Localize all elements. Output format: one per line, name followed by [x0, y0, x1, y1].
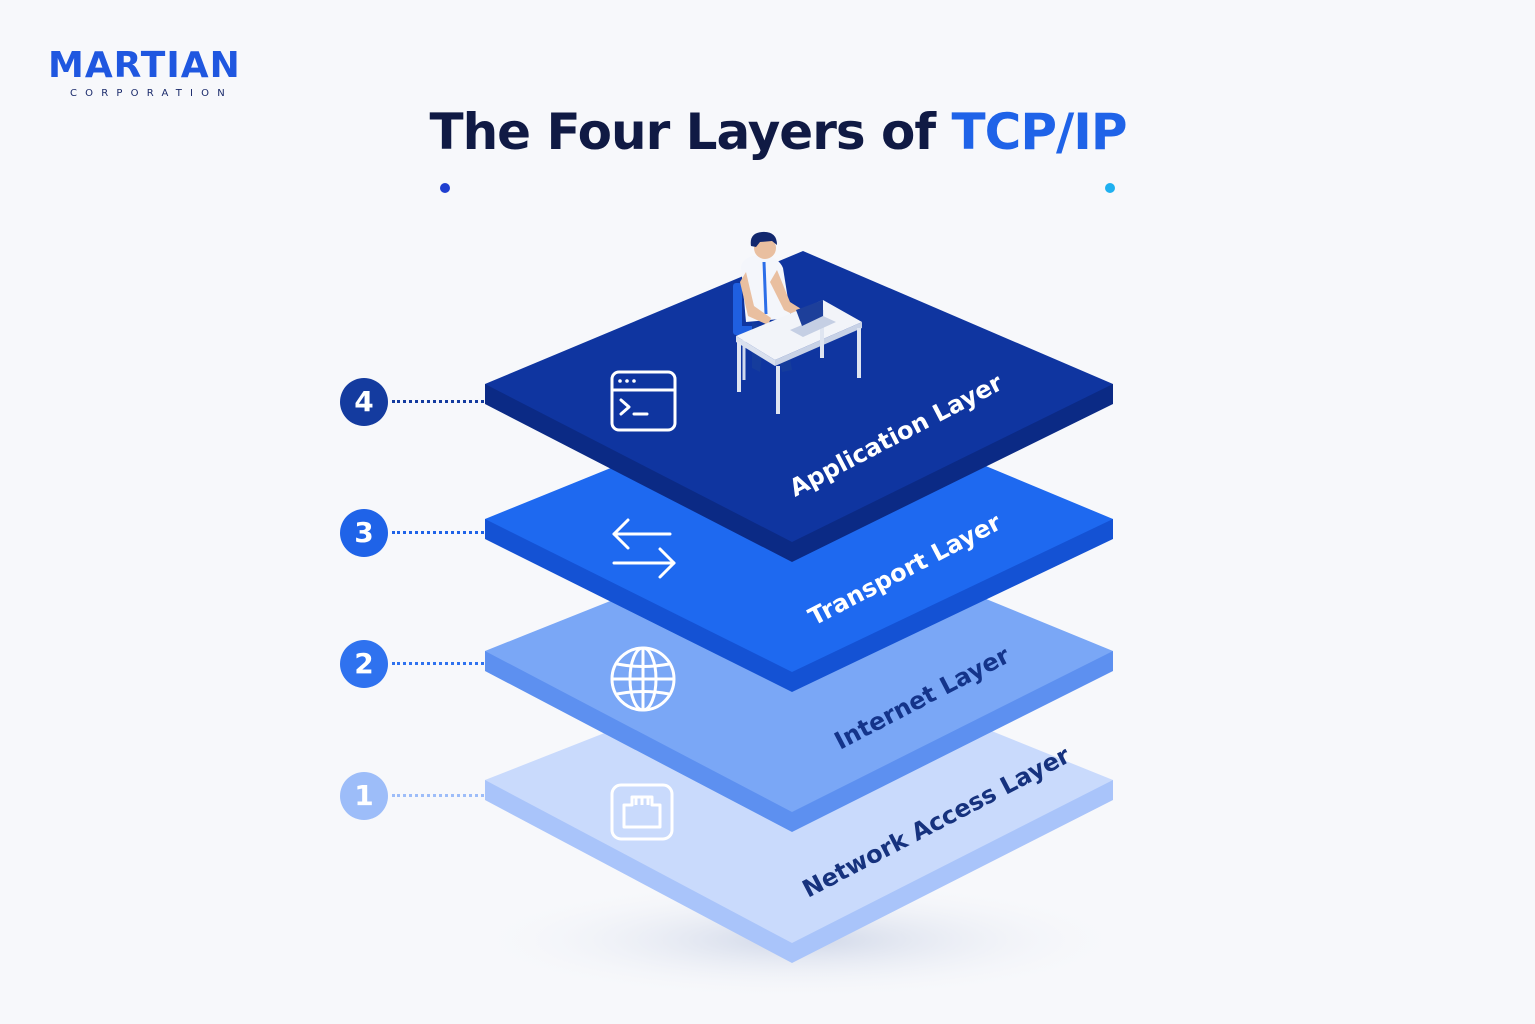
page-title: The Four Layers of TCP/IP	[0, 100, 1535, 164]
rule-left-dot	[440, 183, 450, 193]
person-at-desk-illustration	[733, 231, 862, 414]
title-accent: TCP/IP	[951, 103, 1128, 161]
globe-icon	[610, 646, 676, 712]
brand-logo: MARTIAN CORPORATION	[48, 45, 248, 100]
connector-line-3	[392, 531, 484, 534]
connector-line-2	[392, 662, 484, 665]
title-main: The Four Layers of	[429, 103, 952, 161]
layer-number-2: 2	[340, 640, 388, 688]
layer-number-3: 3	[340, 509, 388, 557]
rule-right-dot	[1105, 183, 1115, 193]
bidirectional-arrows-icon	[612, 518, 676, 579]
brand-tagline: CORPORATION	[70, 88, 233, 99]
layer-number-1: 1	[340, 772, 388, 820]
connector-line-1	[392, 794, 484, 797]
title-underline	[440, 183, 1115, 193]
connector-line-4	[392, 400, 484, 403]
terminal-window-icon	[610, 370, 677, 432]
ethernet-port-icon	[610, 783, 674, 841]
layer-number-4: 4	[340, 378, 388, 426]
brand-name: MARTIAN	[48, 45, 241, 86]
